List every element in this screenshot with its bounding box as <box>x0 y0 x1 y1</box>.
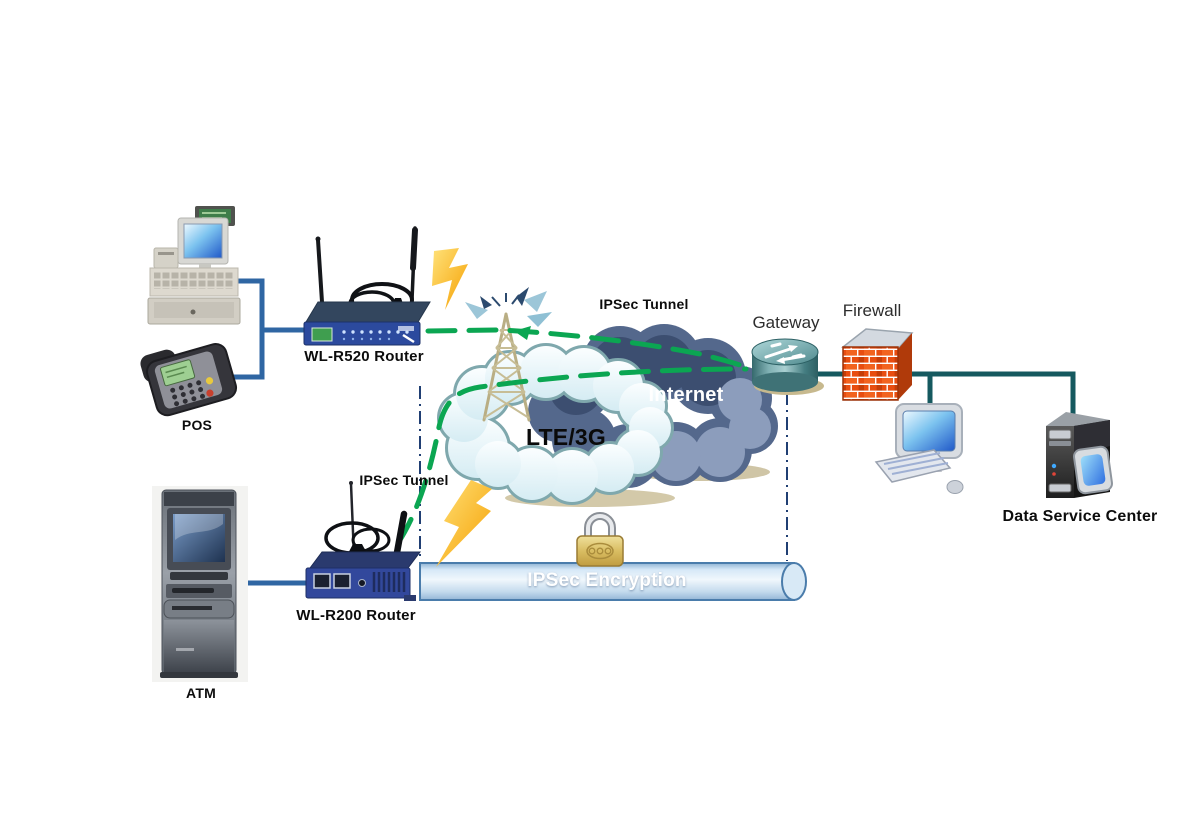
ipsec-tunnel-mid-label: IPSec Tunnel <box>359 472 449 488</box>
data-service-center-label: Data Service Center <box>1002 508 1158 525</box>
atm-icon <box>152 486 248 682</box>
pos-register-icon <box>147 206 241 325</box>
wl-r200-router-label: WL-R200 Router <box>296 607 416 624</box>
firewall-label: Firewall <box>842 301 902 320</box>
wl-r200-router-icon <box>305 481 421 601</box>
wl-r520-router-label: WL-R520 Router <box>304 348 424 365</box>
boundary-dashdot-lines <box>419 386 788 561</box>
gateway-icon <box>751 338 824 395</box>
lightning-bolt-icon <box>432 248 468 310</box>
ipsec-tunnel-line-upper <box>425 327 754 372</box>
workstation-icon <box>874 403 964 494</box>
lte-cloud <box>437 343 675 507</box>
ipsec-tunnel-line-lower <box>395 366 749 546</box>
padlock-icon <box>576 512 624 567</box>
ipsec-encryption-label: IPSec Encryption <box>527 570 687 591</box>
ipsec-tunnel-top-label: IPSec Tunnel <box>599 296 689 312</box>
signal-rays-icon <box>465 287 552 327</box>
atm-label: ATM <box>186 685 216 701</box>
cell-tower-icon <box>465 287 552 422</box>
lan-connector-lines-blue <box>230 278 312 586</box>
card-terminal-icon <box>140 343 238 417</box>
ipsec-pipe <box>419 562 807 601</box>
pos-label: POS <box>181 417 213 433</box>
tunnel-arrowhead <box>514 326 531 340</box>
internet-cloud-label: Internet <box>648 384 724 406</box>
ipsec-tunnel-lines <box>395 327 754 546</box>
server-icon <box>1046 412 1113 498</box>
firewall-icon <box>840 328 914 401</box>
lightning-bolt-icon <box>436 480 492 567</box>
lte-cloud-label: LTE/3G <box>525 424 607 450</box>
wl-r520-router-icon <box>303 226 431 346</box>
gateway-label: Gateway <box>752 313 820 332</box>
